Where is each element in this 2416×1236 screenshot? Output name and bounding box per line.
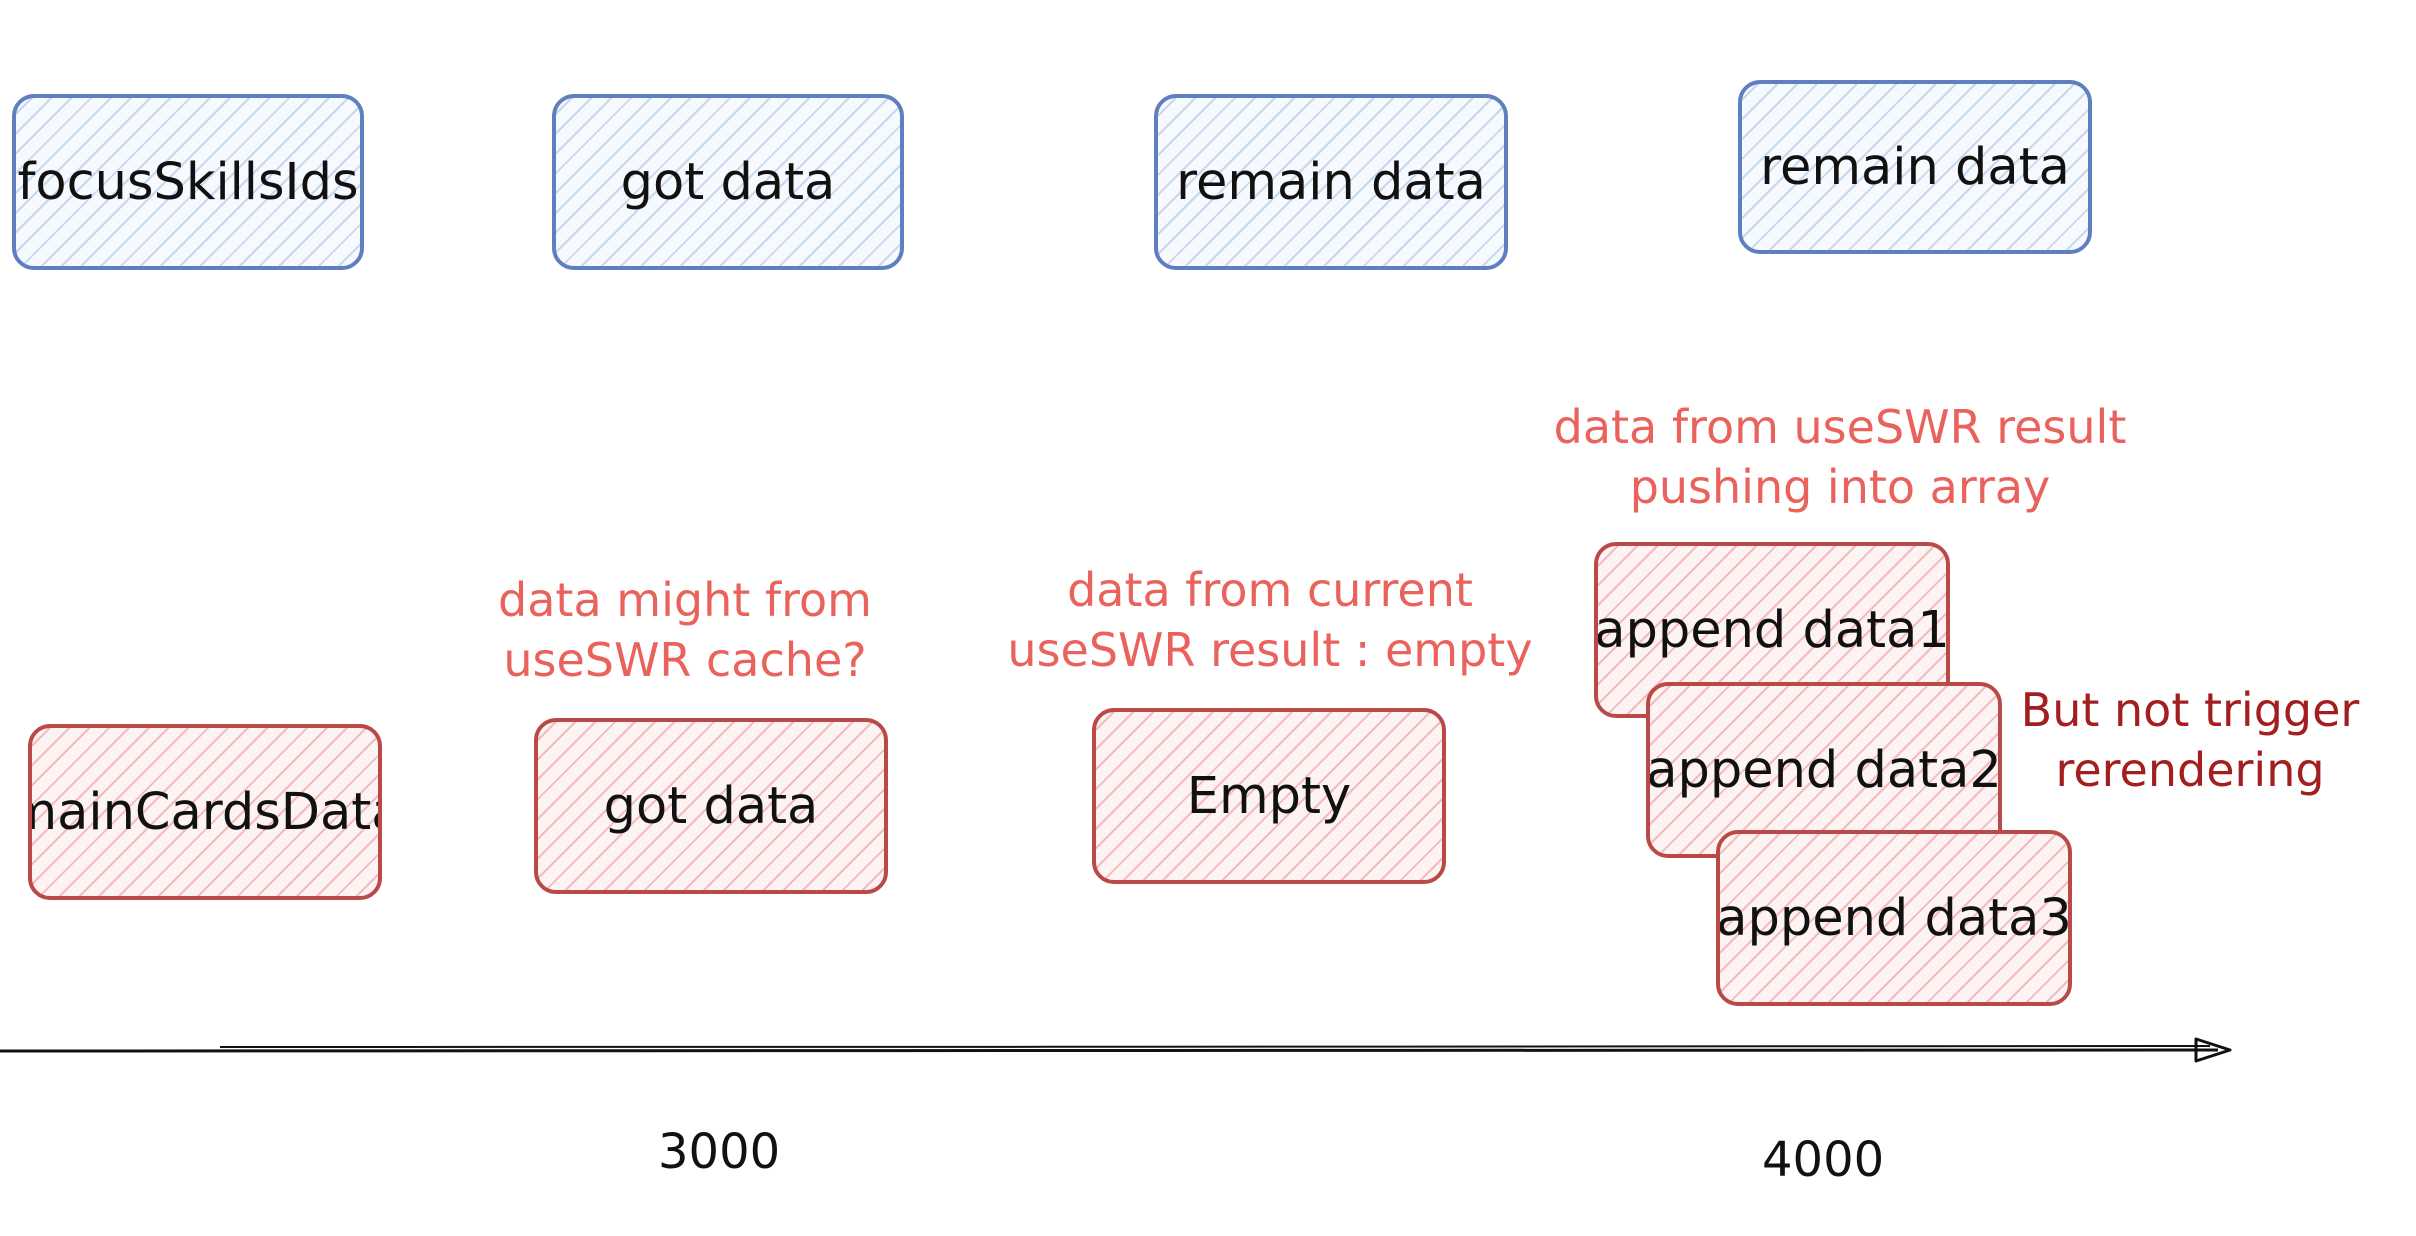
focus-skills-ids-node: focusSkillsIds <box>12 94 364 270</box>
rerender-note-line-2: rerendering <box>2055 743 2325 797</box>
empty-node: Empty <box>1092 708 1446 884</box>
rerender-note-line-1: But not trigger <box>2020 683 2360 737</box>
empty-note-line-2: useSWR result : empty <box>1007 623 1533 677</box>
top-got-data-node: got data <box>552 94 904 270</box>
focus-skills-ids-label: focusSkillsIds <box>17 152 359 212</box>
bottom-got-data-node: got data <box>534 718 888 894</box>
tick-label-4000: 4000 <box>1762 1132 1885 1188</box>
empty-note-line-1: data from current <box>1067 563 1473 617</box>
top-remain-data-label-2: remain data <box>1760 137 2070 197</box>
append-data1-label: append data1 <box>1594 600 1950 660</box>
main-cards-data-node: mainCardsData <box>28 724 382 900</box>
push-note-line-1: data from useSWR result <box>1553 400 2127 454</box>
cache-note-line-1: data might from <box>498 573 872 627</box>
timeline-line <box>0 1048 2219 1053</box>
tick-label-3000: 3000 <box>658 1124 781 1180</box>
bottom-got-data-label: got data <box>603 776 819 836</box>
cache-note-line-2: useSWR cache? <box>503 633 867 687</box>
cache-note: data might from useSWR cache? <box>490 570 880 690</box>
top-remain-data-node-1: remain data <box>1154 94 1508 270</box>
main-cards-data-label: mainCardsData <box>32 782 378 842</box>
rerender-note: But not trigger rerendering <box>2000 680 2380 800</box>
timeline-arrowhead-icon <box>2194 1037 2232 1063</box>
append-data2-label: append data2 <box>1646 740 2002 800</box>
top-got-data-label: got data <box>620 152 836 212</box>
empty-label: Empty <box>1186 766 1352 826</box>
empty-note: data from current useSWR result : empty <box>1000 560 1540 680</box>
push-note-line-2: pushing into array <box>1629 460 2051 514</box>
append-data3-label: append data3 <box>1716 888 2072 948</box>
top-remain-data-label-1: remain data <box>1176 152 1486 212</box>
timeline-line-sketch <box>219 1045 2211 1048</box>
timeline-axis <box>0 1037 2232 1063</box>
append-data2-node: append data2 <box>1646 682 2002 858</box>
push-note: data from useSWR result pushing into arr… <box>1540 397 2140 517</box>
top-remain-data-node-2: remain data <box>1738 80 2092 254</box>
append-data1-node: append data1 <box>1594 542 1950 718</box>
append-data3-node: append data3 <box>1716 830 2072 1006</box>
